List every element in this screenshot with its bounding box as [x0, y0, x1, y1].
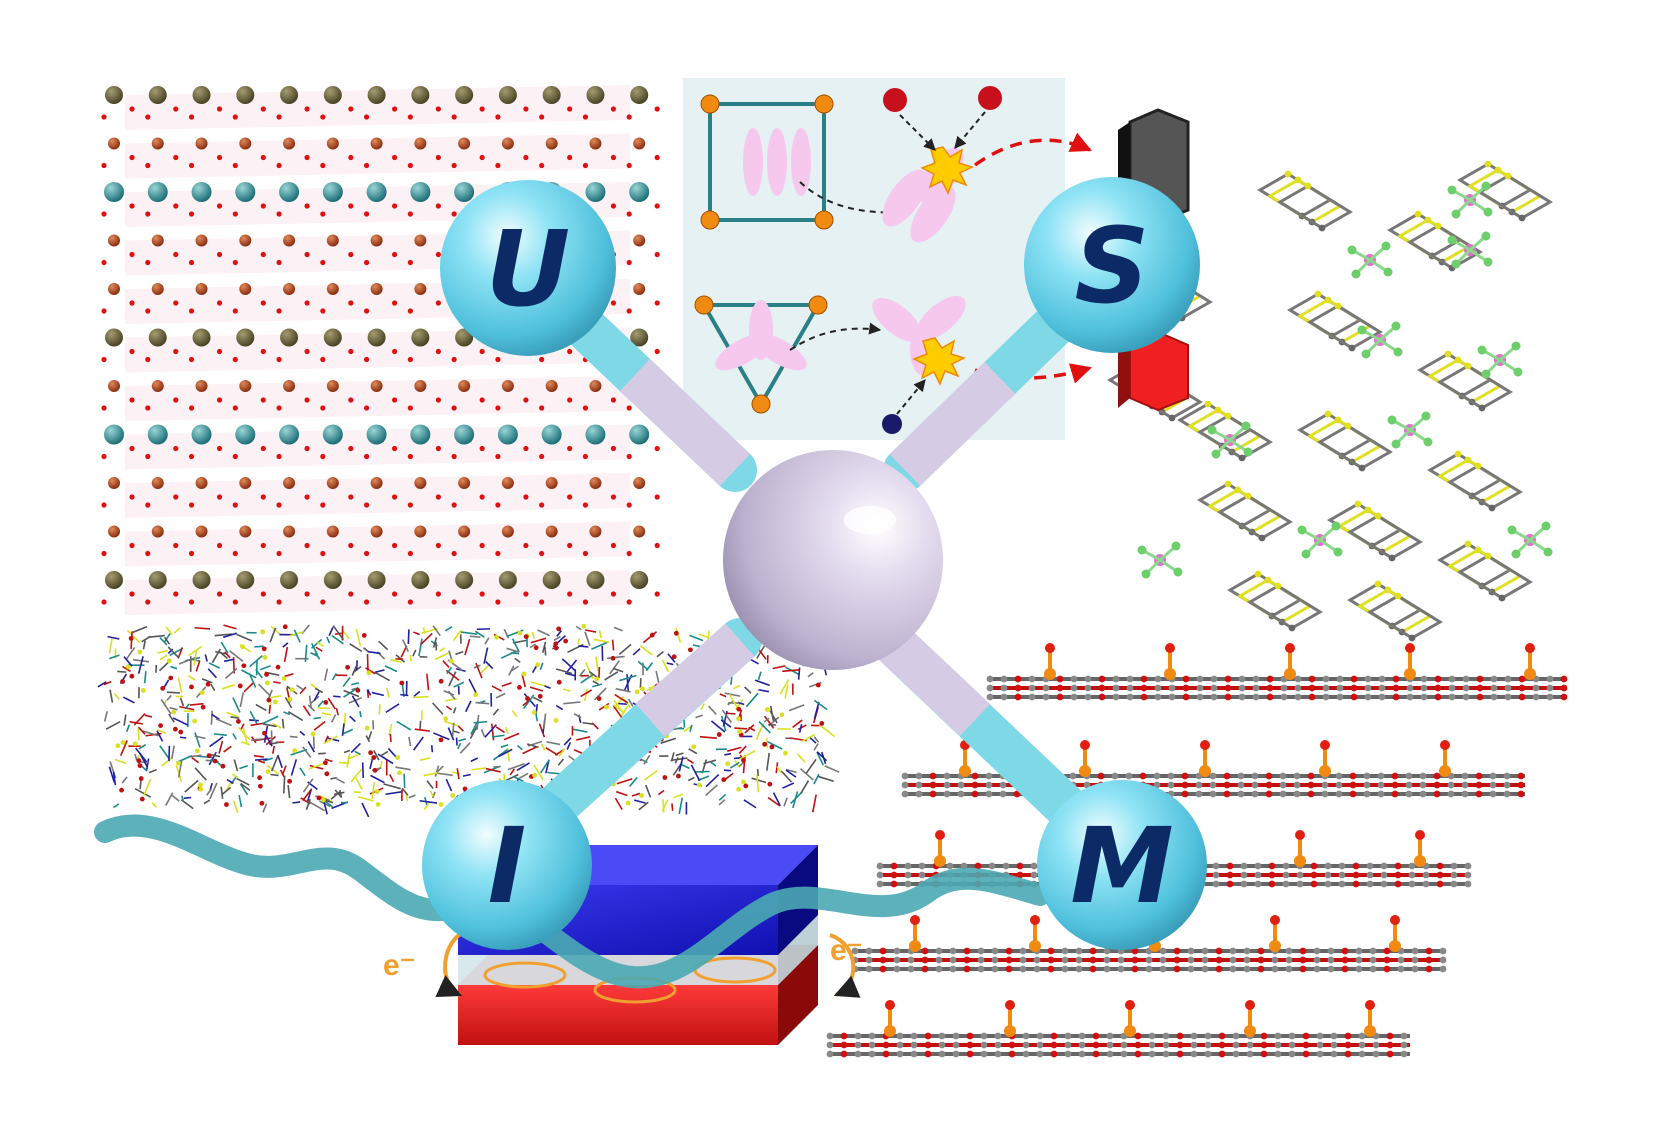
node-letter-u: U [486, 208, 570, 330]
burst-icon [912, 337, 967, 386]
node-letter-s: S [1075, 205, 1150, 327]
hexagon-plates [1118, 108, 1190, 412]
burst-icon [920, 146, 975, 195]
triangle-motif [694, 295, 828, 414]
excimer-top [882, 86, 1002, 243]
excimer-bottom [872, 295, 967, 434]
node-s: S [1024, 177, 1200, 353]
node-i: I [422, 780, 592, 950]
mof-framework [97, 623, 840, 818]
node-letter-m: M [1070, 805, 1174, 927]
node-letter-i: I [488, 805, 527, 927]
electron-transfer-left: e⁻ [383, 928, 469, 997]
square-motif [700, 94, 834, 230]
electron-transfer-right: e⁻ [829, 933, 863, 998]
node-m: M [1037, 780, 1207, 950]
molecular-crystal [1107, 160, 1553, 642]
perovskite-lattice [101, 85, 660, 615]
node-u: U [440, 180, 616, 356]
electron-label-right: e⁻ [830, 934, 863, 967]
center-sphere [723, 450, 943, 670]
electron-label-left: e⁻ [383, 949, 416, 982]
